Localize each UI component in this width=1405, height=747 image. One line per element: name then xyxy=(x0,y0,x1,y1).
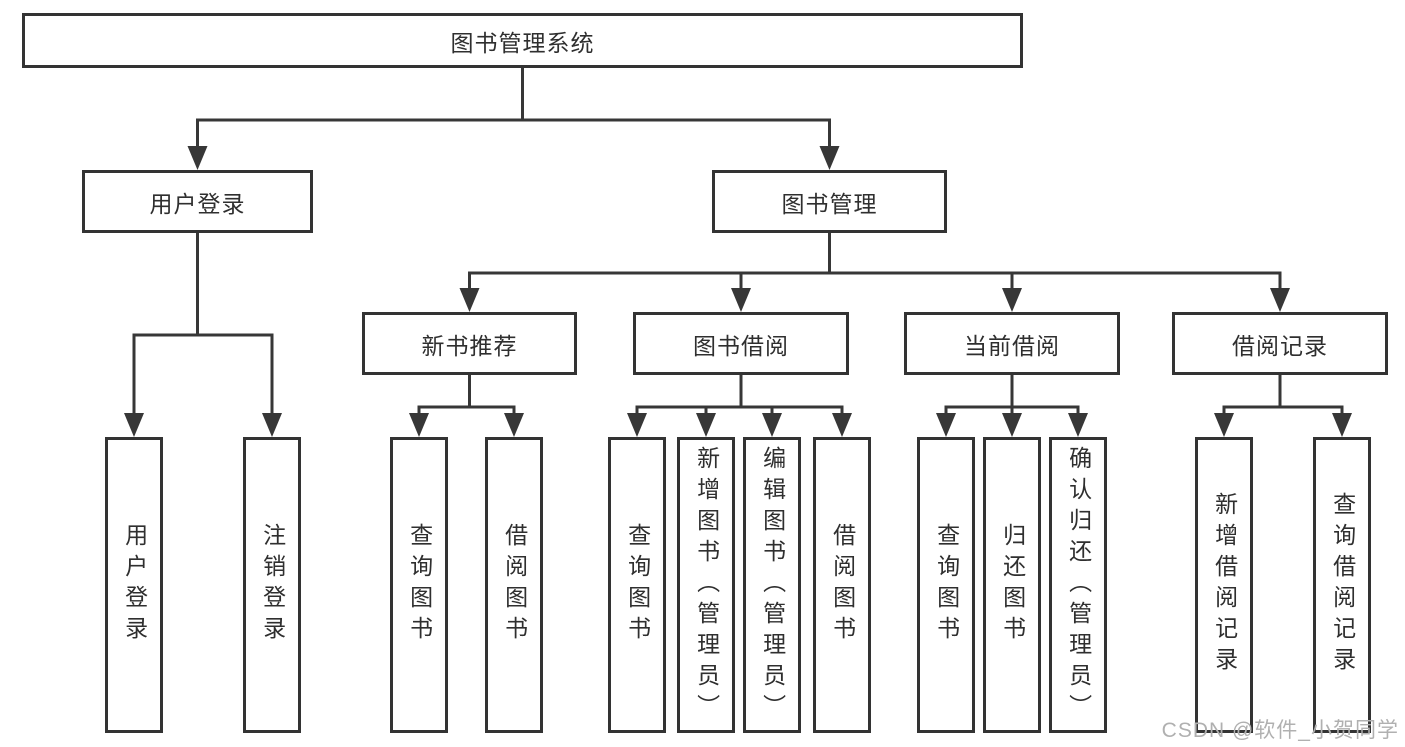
connector-user-login-children xyxy=(124,231,282,437)
connector-new-book-children xyxy=(409,373,524,437)
connector-book-borrow-children xyxy=(627,373,852,437)
leaf-user-login-label: 用户登录 xyxy=(121,523,148,647)
leaf-logout: 注销登录 xyxy=(243,437,301,733)
leaf-confirm-return-admin-label: 确认归还（管理员） xyxy=(1065,445,1092,725)
connector-current-borrow-children xyxy=(936,373,1088,437)
leaf-edit-book-admin-label: 编辑图书（管理员） xyxy=(759,445,786,725)
connector-book-mgmt-children xyxy=(459,231,1290,312)
leaf-logout-label: 注销登录 xyxy=(259,523,286,647)
node-user-login-label: 用户登录 xyxy=(149,190,246,217)
leaf-query-books-borrow: 查询图书 xyxy=(608,437,666,733)
node-borrow-records-label: 借阅记录 xyxy=(1232,332,1328,359)
node-book-management: 图书管理 xyxy=(712,170,947,233)
leaf-query-books-recommend-label: 查询图书 xyxy=(406,523,433,647)
leaf-query-borrow-record: 查询借阅记录 xyxy=(1313,437,1371,733)
leaf-query-books-current: 查询图书 xyxy=(917,437,975,733)
node-borrow-records: 借阅记录 xyxy=(1172,312,1388,375)
leaf-query-books-current-label: 查询图书 xyxy=(933,523,960,647)
node-root: 图书管理系统 xyxy=(22,13,1023,68)
leaf-add-borrow-record: 新增借阅记录 xyxy=(1195,437,1253,733)
leaf-add-book-admin-label: 新增图书（管理员） xyxy=(693,445,720,725)
leaf-borrow-books-recommend-label: 借阅图书 xyxy=(501,523,528,647)
leaf-query-books-borrow-label: 查询图书 xyxy=(624,523,651,647)
node-root-label: 图书管理系统 xyxy=(450,29,595,56)
node-new-book-recommend: 新书推荐 xyxy=(362,312,577,375)
leaf-user-login: 用户登录 xyxy=(105,437,163,733)
leaf-borrow-books-borrow-label: 借阅图书 xyxy=(829,523,856,647)
leaf-borrow-books-recommend: 借阅图书 xyxy=(485,437,543,733)
connector-root-to-level2 xyxy=(187,66,840,170)
leaf-borrow-books-borrow: 借阅图书 xyxy=(813,437,871,733)
node-book-management-label: 图书管理 xyxy=(781,190,878,217)
leaf-query-borrow-record-label: 查询借阅记录 xyxy=(1329,492,1356,678)
watermark: CSDN @软件_小贺同学 xyxy=(1161,719,1399,742)
node-user-login: 用户登录 xyxy=(82,170,313,233)
leaf-add-borrow-record-label: 新增借阅记录 xyxy=(1211,492,1238,678)
node-book-borrow: 图书借阅 xyxy=(633,312,849,375)
node-new-book-recommend-label: 新书推荐 xyxy=(421,332,518,359)
node-current-borrow: 当前借阅 xyxy=(904,312,1120,375)
connector-borrow-record-children xyxy=(1214,373,1352,437)
leaf-add-book-admin: 新增图书（管理员） xyxy=(677,437,735,733)
leaf-return-book: 归还图书 xyxy=(983,437,1041,733)
node-current-borrow-label: 当前借阅 xyxy=(964,332,1060,359)
leaf-edit-book-admin: 编辑图书（管理员） xyxy=(743,437,801,733)
node-book-borrow-label: 图书借阅 xyxy=(693,332,789,359)
leaf-query-books-recommend: 查询图书 xyxy=(390,437,448,733)
leaf-return-book-label: 归还图书 xyxy=(999,523,1026,647)
leaf-confirm-return-admin: 确认归还（管理员） xyxy=(1049,437,1107,733)
